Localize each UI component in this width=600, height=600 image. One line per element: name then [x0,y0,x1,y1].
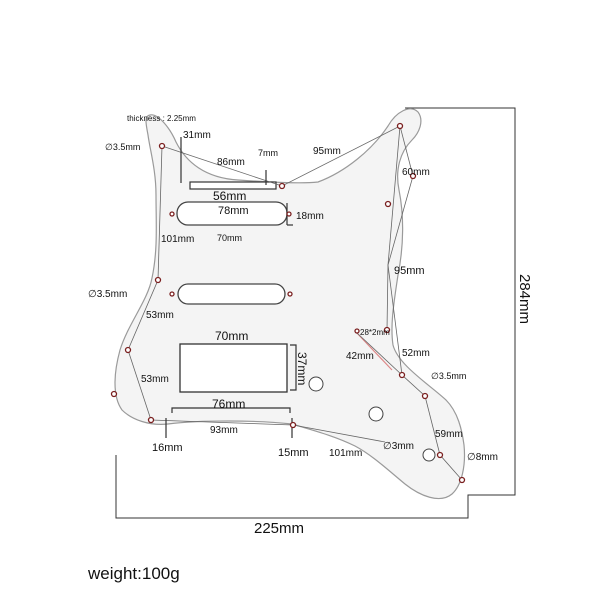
screw-holes [110,122,466,484]
screw-hole [287,291,293,297]
measurement-lines [127,125,463,481]
screw-hole [124,346,132,354]
label-hole-jack: ∅8mm [467,452,498,463]
middle-pickup-cutout [177,283,286,305]
screw-hole [383,326,391,334]
diameter-icon: ∅ [467,452,476,463]
label-hole-top-left: ∅3.5mm [105,142,140,152]
control-hole-2 [368,406,384,422]
switch-slot [354,330,393,371]
label-60mm: 60mm [402,167,430,178]
label-52mm: 52mm [402,348,430,359]
label-95mm-top: 95mm [313,146,341,157]
weight-label: weight:100g [88,564,180,583]
screw-hole [396,122,404,130]
label-56mm: 56mm [213,189,246,203]
label-76mm: 76mm [212,397,245,411]
label-hole-right-mid: ∅3.5mm [431,371,466,381]
label-31mm: 31mm [183,130,211,141]
screw-hole [458,476,466,484]
label-37mm: 37mm [295,352,309,385]
dimension-brackets [165,137,297,438]
diameter-icon: ∅ [105,142,113,152]
dimension-labels: thickness : 2.25mm ∅3.5mm 31mm 86mm 7mm … [88,114,533,537]
screw-hole [147,416,155,424]
screw-hole [154,276,162,284]
label-28x2mm: 28*2mm [360,328,390,337]
outline-dimension-frame [115,107,516,519]
screw-hole [289,421,297,429]
label-15mm: 15mm [278,447,309,459]
diameter-icon: ∅ [431,371,439,381]
screw-hole [421,392,429,400]
screw-hole [278,182,286,190]
label-225mm: 225mm [254,520,304,537]
screw-hole [354,328,360,334]
label-95mm-right: 95mm [394,265,425,277]
diameter-icon: ∅ [383,441,392,452]
label-59mm: 59mm [435,429,463,440]
label-284mm: 284mm [516,274,533,324]
diameter-icon: ∅ [88,289,97,300]
label-53mm-lower: 53mm [141,374,169,385]
screw-hole [398,371,406,379]
label-hole-small: ∅3mm [383,441,414,452]
label-hole-left-mid: ∅3.5mm [88,289,127,300]
label-93mm: 93mm [210,425,238,436]
screw-hole [384,200,392,208]
label-53mm-upper: 53mm [146,310,174,321]
label-42mm: 42mm [346,351,374,362]
screw-hole [169,291,175,297]
screw-hole [158,142,166,150]
label-16mm: 16mm [152,442,183,454]
neck-slot [189,181,277,190]
screw-hole [409,172,417,180]
label-18mm: 18mm [296,211,324,222]
screw-hole [110,390,118,398]
label-thickness: thickness : 2.25mm [127,114,196,123]
label-101mm-top: 101mm [161,234,194,245]
humbucker-cutout [179,343,288,393]
label-7mm: 7mm [258,148,278,158]
label-70mm: 70mm [215,329,248,343]
screw-hole [169,211,175,217]
control-hole-1 [308,376,324,392]
label-78mm: 78mm [218,205,249,217]
screw-hole [436,451,444,459]
label-70mm-small: 70mm [217,233,242,243]
label-101mm-bottom: 101mm [329,448,362,459]
screw-hole [286,211,292,217]
jack-hole [422,448,436,462]
label-86mm: 86mm [217,157,245,168]
